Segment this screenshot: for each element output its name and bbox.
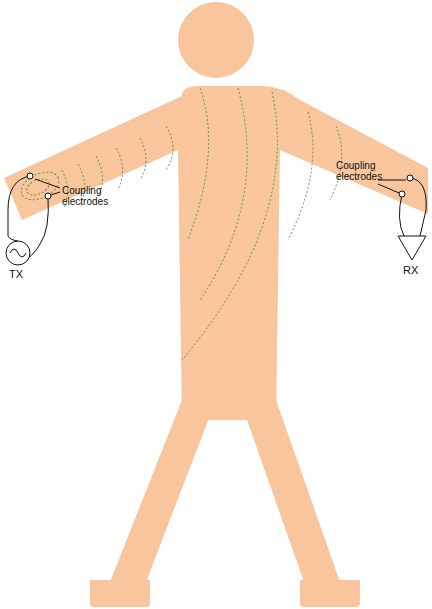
coupling-electrode	[45, 193, 51, 199]
electrode-label: Coupling electrodes	[62, 185, 122, 207]
leader-line	[378, 184, 399, 193]
coupling-electrode	[407, 175, 413, 181]
leader-line	[35, 179, 60, 188]
torso-arms	[4, 86, 428, 420]
rx-receiver-symbol	[398, 236, 426, 260]
right-foot	[300, 580, 360, 607]
receiver-label: RX	[403, 264, 418, 276]
coupling-electrode	[27, 173, 33, 179]
tx-source	[6, 241, 30, 265]
human-figure	[4, 2, 428, 607]
coupling-electrode	[399, 191, 405, 197]
head	[178, 2, 254, 78]
left-foot	[90, 580, 150, 607]
field-lines	[17, 88, 342, 360]
wires	[8, 176, 426, 265]
rx-wire	[399, 194, 404, 236]
electrode-label: Coupling electrodes	[336, 160, 396, 182]
right-leg	[240, 400, 340, 582]
tx-wire	[8, 176, 30, 241]
transmitter-label: TX	[9, 268, 23, 280]
leader-line	[378, 180, 406, 181]
ac-source-symbol	[6, 241, 30, 265]
rx-wire	[410, 178, 426, 236]
left-leg	[110, 400, 216, 582]
sine-symbol	[10, 249, 26, 257]
